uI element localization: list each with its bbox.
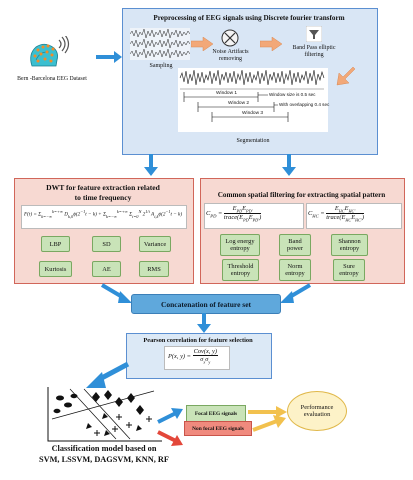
dwt-title-line1: DWT for feature extraction related	[46, 183, 160, 192]
window-3-label: Window 3	[242, 111, 264, 116]
concatenation-box: Concatenation of feature set	[131, 294, 281, 314]
pearson-formula-text: P(x, y) = Cov(x, y) σxσy	[168, 348, 218, 365]
pearson-title: Pearson correlation for feature selectio…	[143, 337, 253, 344]
arrow-filter-to-segmentation	[336, 66, 356, 86]
feature-rms: RMS	[139, 261, 169, 277]
overlap-note: With overlapping 0.4 sec	[279, 102, 330, 107]
feature-kurtosis: Kurtosis	[39, 261, 72, 277]
feature-variance: Variance	[139, 236, 171, 252]
performance-evaluation-ellipse: Performance evaluation	[287, 391, 347, 431]
preprocessing-title: Preprocessing of EEG signals using Discr…	[153, 14, 345, 22]
csp-title: Common spatial filtering for extracting …	[217, 191, 386, 199]
csp-formula-hc-text: CHC = EHCEHC' trace(EHCEHC')	[308, 205, 364, 223]
feature-ae: AE	[92, 261, 121, 277]
classification-scatter	[47, 387, 162, 442]
feature-lbp: LBP	[41, 236, 70, 252]
noise-removal-icon	[221, 29, 239, 47]
sampling-label: Sampling	[149, 63, 173, 69]
noise-label: Noise Artifacts removing	[212, 49, 249, 62]
csp-formula-pd-text: CPD = EPDEPD' trace(EPDEPD')	[206, 205, 262, 223]
window-1-label: Window 1	[216, 91, 238, 96]
arrow-concat-to-pearson	[197, 313, 211, 333]
arrow-to-focal	[157, 408, 183, 424]
arrow-noise-to-filter	[260, 37, 282, 51]
dwt-title-line2: to time frequency	[74, 193, 132, 202]
filter-label: Band Pass elliptic filtering	[292, 45, 336, 58]
filter-icon	[306, 26, 322, 42]
classification-caption-line1: Classification model based on	[51, 444, 157, 453]
arrow-csp-to-concat	[280, 283, 312, 303]
dwt-formula-text: F(t) = Σk=−∞k=+∞ Dk,0ϕ(2−1t − k) + Σk=−∞…	[24, 209, 183, 219]
dataset-label: Bern -Barcelona EEG Dataset	[17, 76, 87, 82]
pearson-formula	[164, 346, 230, 370]
csp-formula-hc	[306, 203, 402, 229]
feature-sd: SD	[92, 236, 121, 252]
arrow-focal-to-performance	[248, 406, 287, 418]
window-size-note: Window size is 0.5 sec	[269, 92, 316, 97]
classification-caption-line2: SVM, LSSVM, DAGSVM, KNN, RF	[39, 455, 169, 464]
segmentation-label: Segmentation	[236, 138, 270, 144]
arrow-dataset-to-preprocessing	[96, 51, 122, 63]
arrow-pearson-to-classification	[86, 361, 130, 388]
window-2-label: Window 2	[228, 101, 250, 106]
sampling-waveforms	[130, 28, 190, 60]
arrow-to-nonfocal	[157, 430, 183, 446]
dwt-formula	[21, 205, 187, 229]
arrow-to-dwt	[144, 154, 158, 176]
nonfocal-signals-box: Non focal EEG signals	[184, 421, 252, 436]
arrow-nonfocal-to-performance	[252, 415, 286, 432]
brain-icon	[26, 34, 74, 74]
segmentation-plot	[178, 68, 328, 132]
csp-formula-pd	[204, 203, 304, 229]
arrow-dwt-to-concat	[100, 283, 132, 303]
arrow-to-csp	[282, 154, 296, 176]
focal-signals-box: Focal EEG signals	[186, 405, 246, 422]
arrow-sampling-to-noise	[191, 37, 213, 51]
